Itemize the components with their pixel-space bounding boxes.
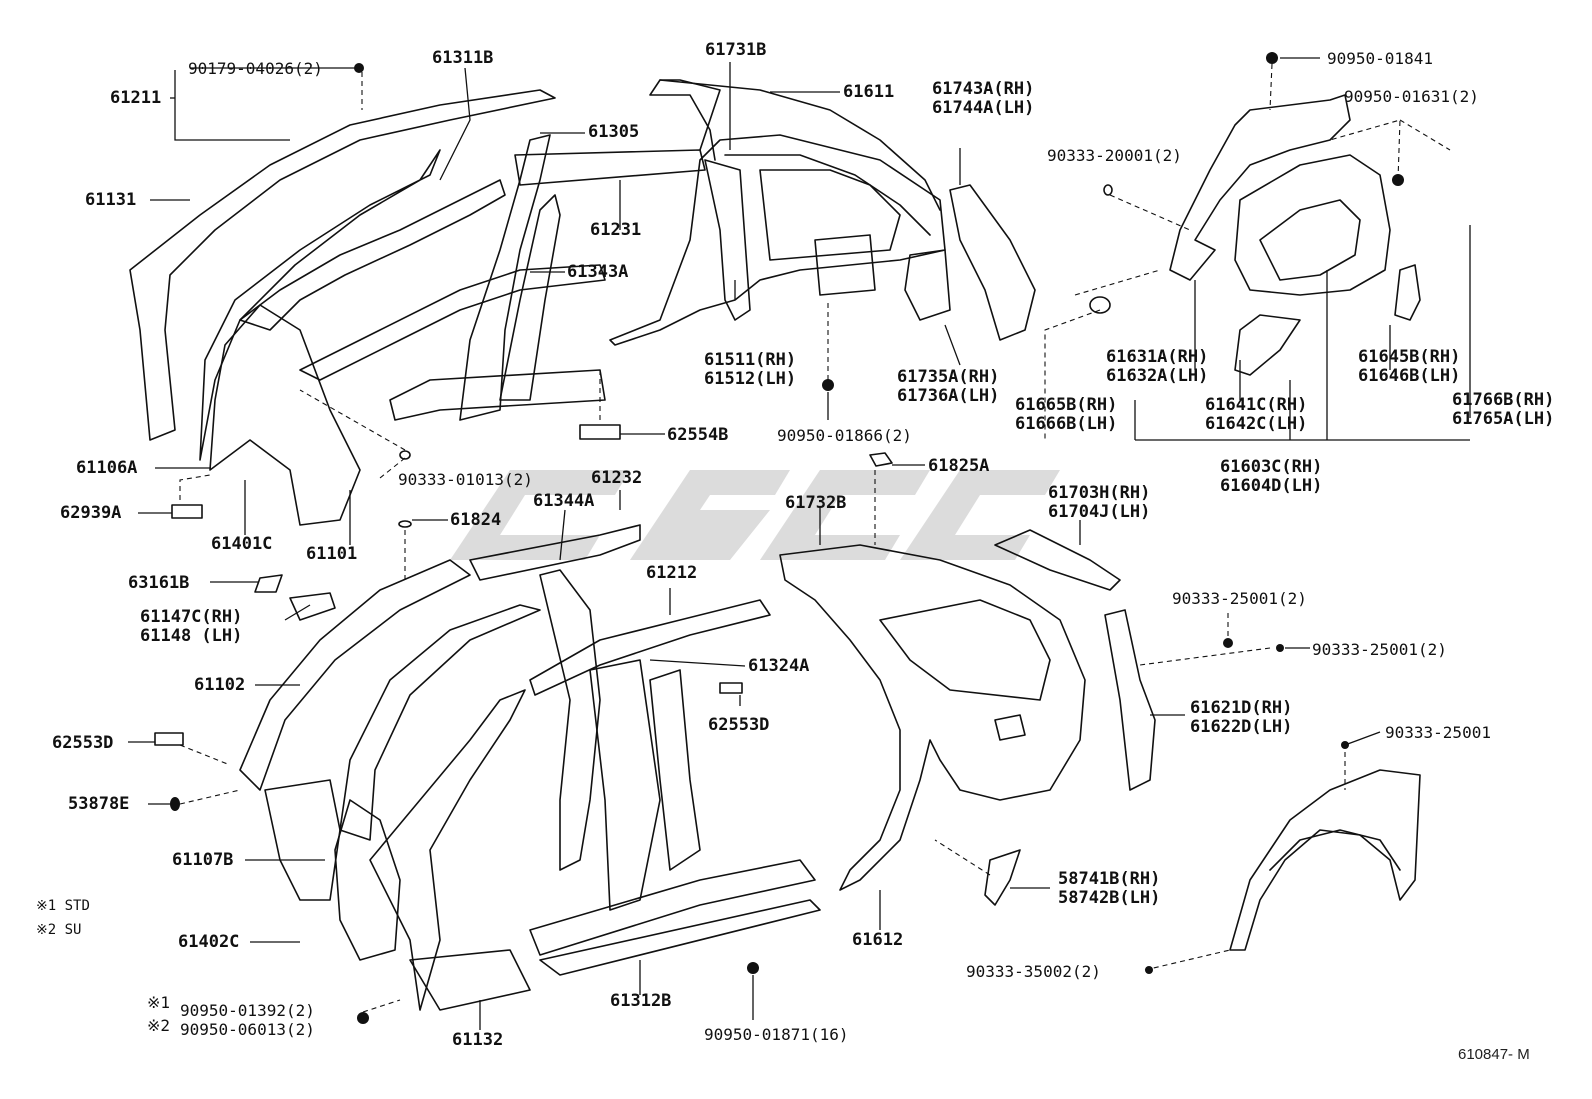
label-61147C-61148: 61147C(RH)61148 (LH) xyxy=(140,607,243,646)
label-61311B: 61311B xyxy=(432,48,494,68)
label-90950-06013: 90950-06013(2) xyxy=(180,1020,315,1039)
label-61212: 61212 xyxy=(646,563,698,583)
label-62939A: 62939A xyxy=(60,503,122,523)
label-53878E: 53878E xyxy=(68,794,130,814)
label-61312B: 61312B xyxy=(610,991,672,1011)
label-62553D-left: 62553D xyxy=(52,733,114,753)
reference-code: 610847- M xyxy=(1458,1046,1530,1063)
label-62553D-right: 62553D xyxy=(708,715,770,735)
label-61603C-61604D: 61603C(RH)61604D(LH) xyxy=(1220,457,1323,496)
label-61732B: 61732B xyxy=(785,493,847,513)
label-61735A-61736A: 61735A(RH)61736A(LH) xyxy=(897,367,1000,406)
label-61132: 61132 xyxy=(452,1030,504,1050)
label-61305: 61305 xyxy=(588,122,640,142)
label-61344A: 61344A xyxy=(533,491,595,511)
label-61731B: 61731B xyxy=(705,40,767,60)
label-61106A: 61106A xyxy=(76,458,138,478)
label-61401C: 61401C xyxy=(211,534,273,554)
label-61631A-61632A: 61631A(RH)61632A(LH) xyxy=(1106,347,1209,386)
note-mark-2: ※2 xyxy=(147,1016,171,1035)
label-61611: 61611 xyxy=(843,82,895,102)
label-61231: 61231 xyxy=(590,220,642,240)
label-61641C-61642C: 61641C(RH)61642C(LH) xyxy=(1205,395,1308,434)
label-61102: 61102 xyxy=(194,675,246,695)
label-90950-01631: 90950-01631(2) xyxy=(1344,87,1479,106)
label-61743A-61744A: 61743A(RH)61744A(LH) xyxy=(932,79,1035,118)
label-90333-25001-a: 90333-25001(2) xyxy=(1172,589,1307,608)
label-61612: 61612 xyxy=(852,930,904,950)
label-90333-01013: 90333-01013(2) xyxy=(398,470,533,489)
label-90950-01866: 90950-01866(2) xyxy=(777,426,912,445)
label-58741B-58742B: 58741B(RH)58742B(LH) xyxy=(1058,869,1161,908)
label-61343A: 61343A xyxy=(567,262,629,282)
label-90950-01841: 90950-01841 xyxy=(1327,49,1433,68)
legend-su: ※2 SU xyxy=(36,922,82,938)
label-61131: 61131 xyxy=(85,190,137,210)
label-61232: 61232 xyxy=(591,468,643,488)
label-61621D-61622D: 61621D(RH)61622D(LH) xyxy=(1190,698,1293,737)
label-61324A: 61324A xyxy=(748,656,810,676)
label-90333-35002: 90333-35002(2) xyxy=(966,962,1101,981)
label-90333-25001-c: 90333-25001 xyxy=(1385,723,1491,742)
label-90950-01392: 90950-01392(2) xyxy=(180,1001,315,1020)
label-63161B: 63161B xyxy=(128,573,190,593)
label-61825A: 61825A xyxy=(928,456,990,476)
label-61107B: 61107B xyxy=(172,850,234,870)
label-61703H-61704J: 61703H(RH)61704J(LH) xyxy=(1048,483,1151,522)
label-61766B-61765A: 61766B(RH)61765A(LH) xyxy=(1452,390,1555,429)
label-61211: 61211 xyxy=(110,88,162,108)
label-62554B: 62554B xyxy=(667,425,729,445)
label-61645B-61646B: 61645B(RH)61646B(LH) xyxy=(1358,347,1461,386)
label-61665B-61666B: 61665B(RH)61666B(LH) xyxy=(1015,395,1118,434)
note-mark-1: ※1 xyxy=(147,993,171,1012)
label-61402C: 61402C xyxy=(178,932,240,952)
label-90950-01871: 90950-01871(16) xyxy=(704,1025,849,1044)
label-61824: 61824 xyxy=(450,510,502,530)
label-61101: 61101 xyxy=(306,544,358,564)
label-90333-25001-b: 90333-25001(2) xyxy=(1312,640,1447,659)
legend-std: ※1 STD xyxy=(36,898,90,914)
label-90179-04026: 90179-04026(2) xyxy=(188,59,323,78)
label-61511-61512: 61511(RH)61512(LH) xyxy=(704,350,797,389)
label-90333-20001: 90333-20001(2) xyxy=(1047,146,1182,165)
